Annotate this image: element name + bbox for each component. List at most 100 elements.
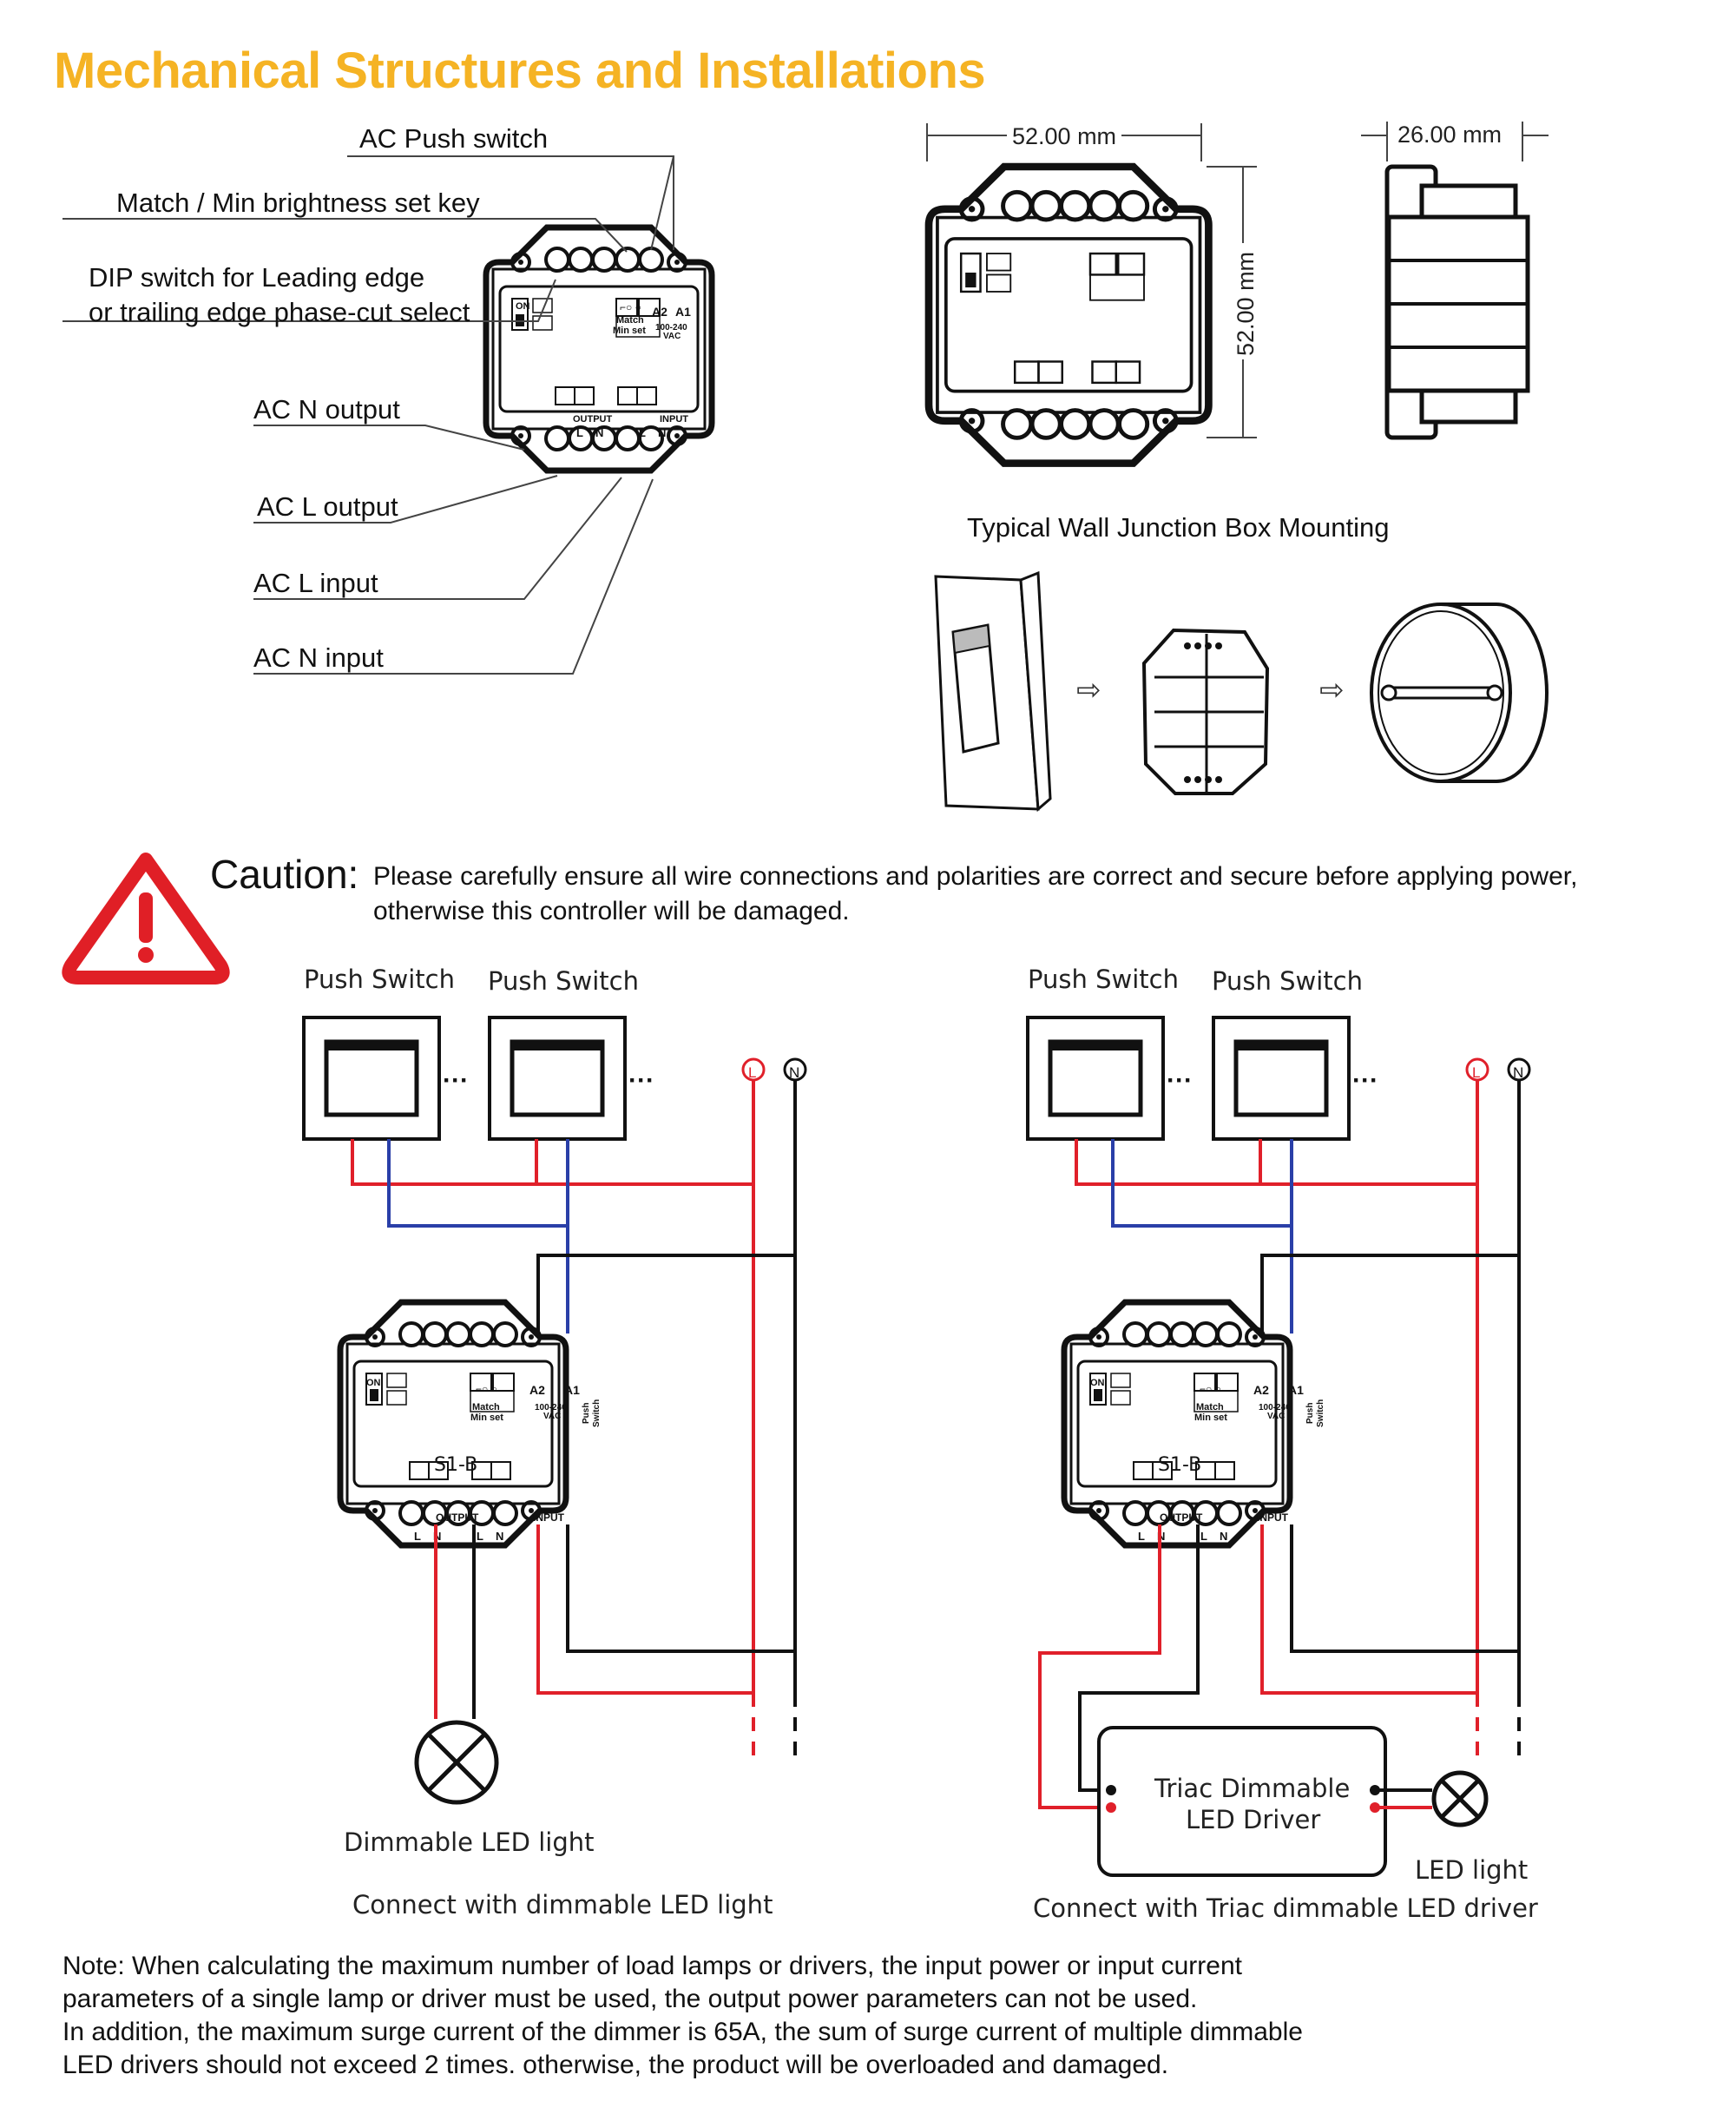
dev-voltage1: 100-240 (655, 323, 687, 333)
left-dev-in-l: L (477, 1530, 483, 1543)
right-lamp-icon (1431, 1770, 1489, 1827)
caution-heading: Caution: (210, 852, 359, 897)
left-dev-voltage2: VAC (543, 1412, 561, 1421)
right-dev-in-l: L (1200, 1530, 1207, 1543)
right-dev-match: Match (1196, 1402, 1224, 1413)
right-dev-voltage1: 100-240 (1259, 1403, 1291, 1413)
left-lamp-icon (414, 1720, 499, 1805)
right-dev-out-l: L (1138, 1530, 1145, 1543)
arrow-icon-2: ⇨ (1319, 673, 1345, 708)
callout-leaders (62, 155, 674, 675)
right-ellipsis-2: ··· (1352, 1066, 1378, 1095)
right-dev-a2-label: A2 (1253, 1383, 1269, 1397)
left-dev-a2-label: A2 (529, 1383, 545, 1397)
driver-line1: Triac Dimmable (1154, 1774, 1350, 1803)
callout-dip-line2: or trailing edge phase-cut select (89, 297, 470, 327)
callout-dip-line1: DIP switch for Leading edge (89, 262, 424, 293)
left-dev-in-n: N (496, 1530, 503, 1543)
right-caption: Connect with Triac dimmable LED driver (1033, 1893, 1538, 1923)
left-dev-match: Match (472, 1402, 500, 1413)
note-line-1-text: : When calculating the maximum number of… (117, 1952, 1242, 1980)
caution-text: Please carefully ensure all wire connect… (373, 859, 1693, 929)
note-label: Note (62, 1952, 118, 1980)
dev-input: INPUT (660, 414, 688, 425)
right-lamp-label: LED light (1415, 1855, 1528, 1885)
right-dev-key-glyph: ⌐○ ○ (1200, 1383, 1221, 1395)
dev-a1-label: A1 (675, 305, 691, 319)
callout-ac-push-switch: AC Push switch (359, 123, 548, 154)
right-dev-on: ON (1090, 1378, 1105, 1388)
mounting-device-3d (1141, 628, 1270, 795)
driver-line2: LED Driver (1186, 1805, 1320, 1834)
right-push-switch-1 (1028, 1017, 1163, 1139)
right-controller (1064, 1302, 1290, 1545)
left-dev-key-glyph: ⌐○ ○ (476, 1383, 497, 1395)
right-l-mark: L (1472, 1064, 1480, 1081)
right-ellipsis-1: ··· (1167, 1066, 1193, 1095)
right-dev-minset: Min set (1194, 1413, 1227, 1423)
left-ellipsis-2: ··· (628, 1066, 654, 1095)
mounting-junction-box (1370, 603, 1549, 783)
driver-box (1097, 1726, 1387, 1877)
labelled-device-markings: ON Match Min set ⌐○ ○ A2 A2 A1 100-240 V… (516, 301, 691, 439)
note-line-2: parameters of a single lamp or driver mu… (62, 1985, 1198, 2013)
dev-output: OUTPUT (573, 414, 613, 425)
arrow-icon-1: ⇨ (1076, 673, 1101, 708)
right-push-switch-1-label: Push Switch (1028, 965, 1179, 994)
left-caption: Connect with dimmable LED light (352, 1890, 773, 1920)
left-dev-push: Push (582, 1403, 591, 1424)
callout-ac-n-output: AC N output (253, 394, 400, 425)
caution-line-2: otherwise this controller will be damage… (373, 897, 850, 925)
dev-voltage2: VAC (663, 332, 681, 341)
dev-out-l: L (576, 426, 583, 439)
note-line-1: Note: When calculating the maximum numbe… (62, 1950, 1694, 1983)
right-dev-voltage2: VAC (1267, 1412, 1285, 1421)
dev-match: Match (616, 315, 644, 326)
left-dev-minset: Min set (470, 1413, 503, 1423)
mounting-title: Typical Wall Junction Box Mounting (967, 512, 1389, 543)
left-ellipsis-1: ··· (443, 1066, 469, 1095)
right-n-mark: N (1513, 1064, 1523, 1081)
callout-ac-l-output: AC L output (257, 491, 398, 522)
callout-match-key: Match / Min brightness set key (116, 188, 480, 218)
note-line-3: In addition, the maximum surge current o… (62, 2018, 1303, 2046)
dim-depth: 26.00 mm (1397, 122, 1502, 148)
mounting-wall-switch (934, 570, 1052, 813)
dev-a2-label: A2 (652, 305, 667, 319)
dimension-side-view: 26.00 mm (1361, 122, 1549, 440)
left-controller (340, 1302, 566, 1545)
left-push-switch-2-label: Push Switch (488, 966, 639, 996)
left-push-switch-1-label: Push Switch (304, 965, 455, 994)
left-dev-output: OUTPUT (436, 1511, 479, 1524)
wiring-left: Push Switch Push Switch ··· ··· L N ON M… (304, 965, 807, 1920)
left-dev-voltage1: 100-240 (535, 1403, 567, 1413)
dev-minset: Min set (613, 326, 646, 336)
left-dev-on: ON (366, 1378, 381, 1388)
right-dev-push: Push (1305, 1403, 1315, 1424)
right-dev-output: OUTPUT (1160, 1511, 1203, 1524)
left-l-mark: L (748, 1064, 756, 1081)
right-push-switch-2-label: Push Switch (1212, 966, 1363, 996)
left-dev-a1-label: A1 (564, 1383, 580, 1397)
warning-icon (62, 853, 230, 984)
left-dev-switch: Switch (592, 1399, 602, 1427)
wiring-right: Push Switch Push Switch ··· ··· L N ON M… (1028, 965, 1538, 1923)
dev-key-glyph: ⌐○ ○ (620, 301, 641, 313)
note-line-4: LED drivers should not exceed 2 times. o… (62, 2051, 1169, 2079)
dev-in-l: L (639, 426, 646, 439)
left-lamp-label: Dimmable LED light (344, 1827, 595, 1857)
right-dev-input: INPUT (1257, 1511, 1289, 1524)
dim-height: 52.00 mm (1233, 252, 1259, 356)
dev-on: ON (516, 301, 530, 312)
right-model: S1-B (1158, 1454, 1201, 1476)
callout-labels: AC Push switch Match / Min brightness se… (89, 123, 548, 673)
dev-in-n: N (658, 426, 666, 439)
dev-out-n: N (595, 426, 603, 439)
right-dev-a1-label: A1 (1288, 1383, 1304, 1397)
page-title: Mechanical Structures and Installations (54, 43, 986, 99)
right-dev-switch: Switch (1316, 1399, 1325, 1427)
callout-ac-l-input: AC L input (253, 568, 378, 598)
left-dev-input: INPUT (533, 1511, 565, 1524)
callout-ac-n-input: AC N input (253, 642, 384, 673)
